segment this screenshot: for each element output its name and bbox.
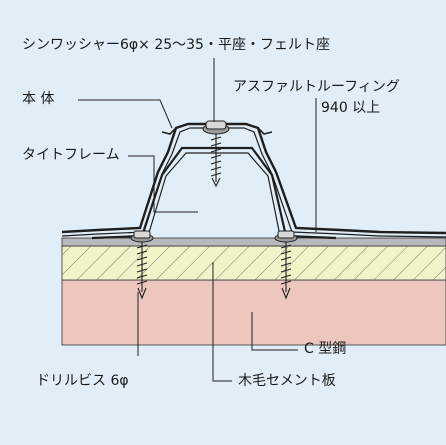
cement-board-hatch <box>62 246 446 280</box>
label-cement-board: 木毛セメント板 <box>238 373 336 389</box>
washer-top-cap <box>205 120 227 130</box>
drill-screw-left <box>136 242 148 300</box>
tight-frame-inner <box>147 152 281 237</box>
label-washer: シンワッシャー6φ× 25～35・平座・フェルト座 <box>22 37 330 53</box>
top-screw <box>210 134 222 188</box>
leader-c-steel <box>251 312 298 351</box>
leader-cement-board <box>212 262 232 382</box>
roof-body-panel <box>61 122 446 235</box>
washer-left-cap <box>133 230 151 239</box>
roof-body-panel-inner <box>61 127 446 238</box>
c-steel-layer <box>61 279 446 346</box>
label-c-steel: C 型鋼 <box>304 341 347 357</box>
label-asphalt-roofing-spec: 940 以上 <box>321 100 381 116</box>
label-asphalt-roofing: アスファルトルーフィング <box>233 79 400 95</box>
label-body: 本 体 <box>22 91 55 107</box>
tight-frame <box>91 146 337 240</box>
leader-lines <box>78 58 317 382</box>
label-tight-frame: タイトフレーム <box>22 147 120 163</box>
leader-tight-frame <box>128 155 198 213</box>
cap-seam <box>161 127 273 135</box>
drill-screw-right <box>280 242 292 300</box>
leader-body <box>78 99 173 129</box>
asphalt-roofing-layer <box>61 237 446 247</box>
washer-right-cap <box>277 230 295 239</box>
label-drill-screw: ドリルビス 6φ <box>36 373 129 389</box>
